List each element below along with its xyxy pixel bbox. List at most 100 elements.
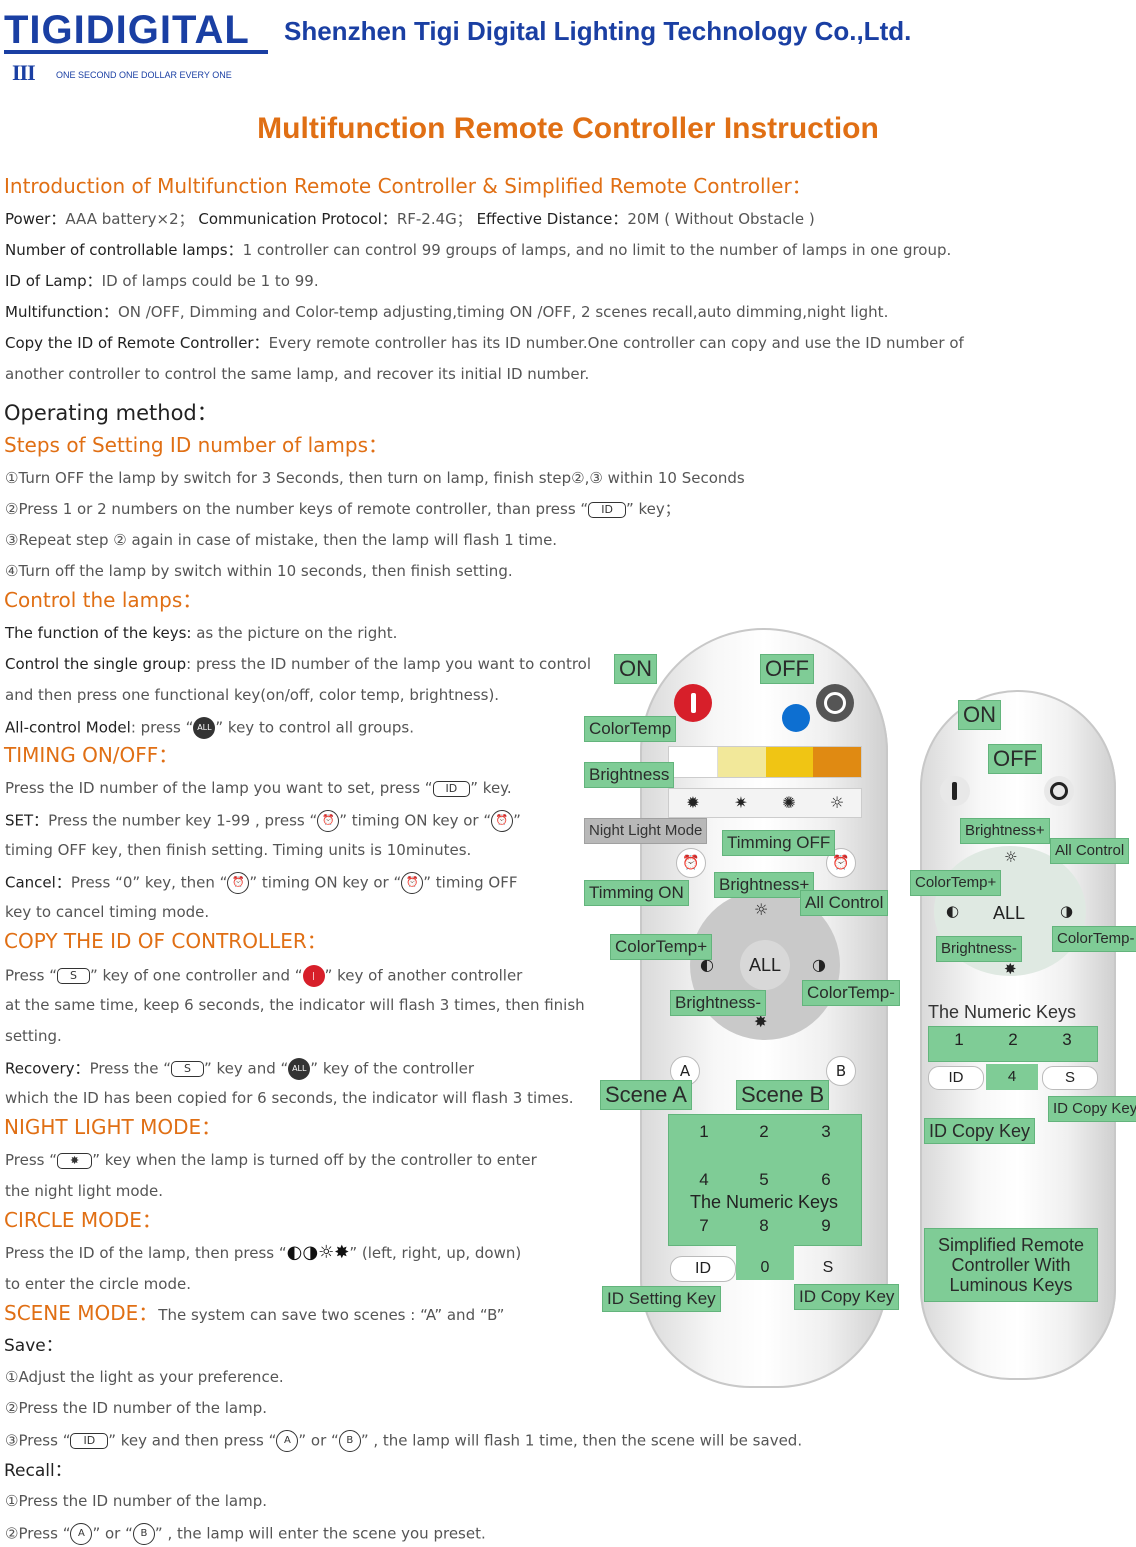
key-9[interactable]: 9: [821, 1216, 831, 1235]
circle-mode-icons: ◐◑☼✸: [286, 1242, 350, 1263]
intro-id: ID of Lamp：ID of lamps could be 1 to 99.: [5, 272, 319, 290]
alarm-on-icon: ⏰: [227, 872, 250, 894]
timing-on-button[interactable]: ⏰: [676, 848, 706, 878]
recovery-line-2: which the ID has been copied for 6 secon…: [5, 1089, 574, 1107]
scene-heading: SCENE MODE：The system can save two scene…: [4, 1301, 505, 1325]
power-on-button[interactable]: [674, 684, 712, 722]
key-1[interactable]: 1: [699, 1122, 709, 1141]
label-small-on: ON: [958, 700, 1001, 730]
id-key-icon: ID: [70, 1433, 109, 1449]
power-off-button[interactable]: [816, 684, 854, 722]
brightness-level-3-icon[interactable]: ✺: [782, 793, 796, 812]
label-numeric-keys: The Numeric Keys: [689, 1192, 839, 1212]
id-key-icon: ID: [432, 780, 471, 797]
key-5[interactable]: 5: [759, 1170, 769, 1189]
a-key-icon: A: [70, 1523, 93, 1545]
numeric-keypad: [668, 1114, 862, 1246]
save-label: Save：: [4, 1336, 63, 1356]
small-power-on-button[interactable]: [940, 776, 970, 806]
label-timing-off: Timming OFF: [722, 830, 836, 856]
brightness-bar[interactable]: ✹ ✷ ✺ ☼: [668, 788, 862, 818]
cancel-line: Cancel：Press “0” key, then “⏰” timing ON…: [5, 872, 518, 894]
small-brightness-minus-icon[interactable]: ✸: [1004, 960, 1017, 978]
control-heading: Control the lamps：: [4, 588, 203, 612]
power-key-icon: |: [302, 965, 325, 987]
operating-heading: Operating method：: [4, 401, 218, 425]
id-setting-button[interactable]: ID: [670, 1256, 736, 1282]
save-3: ③Press “ID” key and then press “A” or “B…: [5, 1430, 802, 1452]
logo-mark: III: [12, 60, 36, 85]
brightness-plus-icon[interactable]: ☼: [754, 900, 769, 919]
key-2[interactable]: 2: [759, 1122, 769, 1141]
label-timing-on: Timming ON: [584, 880, 689, 906]
step-4: ④Turn off the lamp by switch within 10 s…: [5, 562, 513, 580]
copy-line: Press “S” key of one controller and “|” …: [5, 965, 522, 987]
label-scene-a: Scene A: [600, 1080, 692, 1110]
colortemp-minus-icon[interactable]: ◑: [812, 955, 826, 974]
simplified-caption-1: Simplified Remote: [937, 1235, 1085, 1255]
small-key-3[interactable]: 3: [1062, 1030, 1072, 1049]
circle-line: Press the ID of the lamp, then press “◐◑…: [5, 1242, 522, 1263]
copy-line-2: at the same time, keep 6 seconds, the in…: [5, 996, 585, 1014]
label-small-off: OFF: [988, 744, 1042, 774]
small-key-2[interactable]: 2: [1008, 1030, 1018, 1049]
key-8[interactable]: 8: [759, 1216, 769, 1235]
color-temp-bar[interactable]: [668, 746, 862, 778]
all-control-button[interactable]: ALL: [740, 940, 790, 990]
circle-heading: CIRCLE MODE：: [4, 1208, 162, 1232]
key-7[interactable]: 7: [699, 1216, 709, 1235]
recovery-line: Recovery：Press the “S” key and “ALL” key…: [5, 1058, 474, 1080]
save-2: ②Press the ID number of the lamp.: [5, 1399, 268, 1417]
label-brightness-plus: Brightness+: [714, 872, 815, 898]
alarm-off-icon: ⏰: [401, 872, 424, 894]
step-3: ③Repeat step ② again in case of mistake,…: [5, 531, 558, 549]
label-colortemp-plus: ColorTemp+: [610, 934, 713, 960]
label-all-control: All Control: [800, 890, 889, 916]
scene-b-button[interactable]: B: [826, 1056, 856, 1086]
func-line: The function of the keys: as the picture…: [5, 624, 398, 642]
label-id-setting-key: ID Setting Key: [602, 1286, 721, 1312]
small-s-button[interactable]: S: [1042, 1066, 1098, 1090]
intro-multi: Multifunction：ON /OFF, Dimming and Color…: [5, 303, 889, 321]
key-6[interactable]: 6: [821, 1170, 831, 1189]
brightness-minus-icon[interactable]: ✸: [754, 1012, 768, 1031]
simplified-caption-3: Luminous Keys: [949, 1275, 1073, 1295]
key-0[interactable]: 0: [736, 1244, 794, 1280]
label-on: ON: [614, 654, 657, 684]
small-colortemp-minus-icon[interactable]: ◑: [1060, 902, 1074, 920]
steps-heading: Steps of Setting ID number of lamps：: [4, 433, 389, 457]
brightness-level-4-icon[interactable]: ☼: [829, 793, 845, 812]
logo-underline: [4, 50, 268, 54]
id-copy-button[interactable]: S: [822, 1259, 834, 1276]
small-id-button[interactable]: ID: [928, 1066, 984, 1090]
label-off: OFF: [760, 654, 814, 684]
small-power-off-button[interactable]: [1044, 776, 1074, 806]
alarm-off-icon: ⏰: [491, 810, 514, 832]
label-small-numeric-keys: The Numeric Keys: [928, 1002, 1077, 1022]
small-key-4[interactable]: 4: [986, 1064, 1038, 1090]
label-small-brightness-plus: Brightness+: [960, 818, 1050, 844]
small-all-button[interactable]: ALL: [992, 903, 1026, 923]
small-numeric-row-1: [928, 1026, 1098, 1062]
key-3[interactable]: 3: [821, 1122, 831, 1141]
brightness-level-2-icon[interactable]: ✷: [734, 793, 748, 812]
small-key-1[interactable]: 1: [954, 1030, 964, 1049]
save-1: ①Adjust the light as your preference.: [5, 1368, 284, 1386]
recall-1: ①Press the ID number of the lamp.: [5, 1492, 268, 1510]
document-title: Multifunction Remote Controller Instruct…: [257, 112, 879, 145]
slogan: ONE SECOND ONE DOLLAR EVERY ONE: [56, 70, 232, 80]
key-4[interactable]: 4: [699, 1170, 709, 1189]
single-line-2: and then press one functional key(on/off…: [5, 686, 500, 704]
all-key-icon: ALL: [288, 1058, 311, 1080]
intro-power: Power：AAA battery×2； Communication Proto…: [5, 210, 815, 228]
small-brightness-plus-icon[interactable]: ☼: [1004, 848, 1018, 866]
s-key-icon: S: [170, 1061, 204, 1077]
small-colortemp-plus-icon[interactable]: ◐: [946, 902, 960, 920]
brightness-level-1-icon[interactable]: ✹: [686, 793, 700, 812]
label-id-copy-key: ID Copy Key: [794, 1284, 900, 1310]
label-small-colortemp-minus: ColorTemp-: [1052, 926, 1136, 952]
b-key-icon: B: [132, 1523, 155, 1545]
company-name: Shenzhen Tigi Digital Lighting Technolog…: [284, 16, 912, 46]
recall-label: Recall：: [4, 1461, 72, 1481]
night-line-2: the night light mode.: [5, 1182, 164, 1200]
